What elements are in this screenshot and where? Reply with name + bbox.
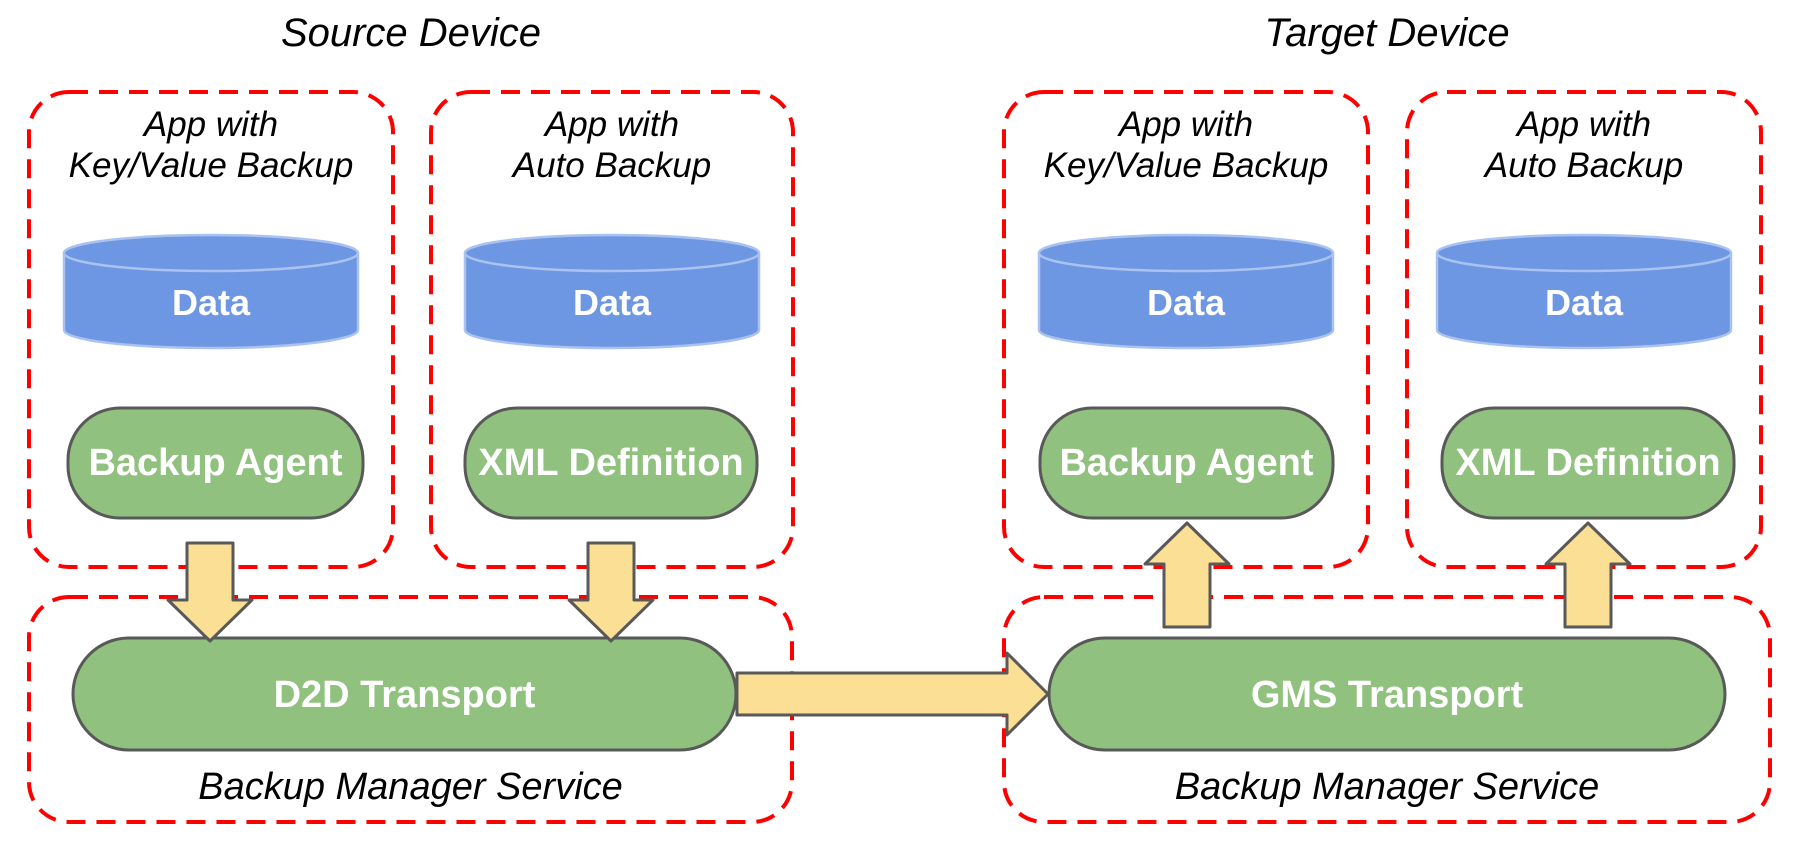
down-arrow-icon: [166, 541, 254, 643]
up-arrow-icon: [1544, 521, 1632, 629]
source-device-title: Source Device: [280, 11, 542, 55]
down-arrow-icon: [567, 541, 655, 643]
target-xml-definition-label: XML Definition: [1455, 442, 1721, 484]
d2d-transport-label: D2D Transport: [273, 674, 536, 716]
source-backup-agent-pill: [66, 406, 365, 520]
target-kv-data-label: Data: [1146, 282, 1226, 323]
target-app-auto-title: App with Auto Backup: [1484, 105, 1684, 185]
target-app-kv-title: App with Key/Value Backup: [1043, 105, 1329, 185]
target-auto-data-label: Data: [1544, 282, 1624, 323]
source-auto-data-cylinder-icon: [463, 233, 761, 350]
target-auto-data-cylinder-icon: [1435, 233, 1733, 350]
target-backup-manager-label: Backup Manager Service: [1174, 766, 1600, 808]
source-xml-definition-label: XML Definition: [478, 442, 744, 484]
source-kv-data-cylinder-icon: [62, 233, 360, 350]
target-kv-data-cylinder-icon: [1037, 233, 1335, 350]
source-kv-data-label: Data: [171, 282, 251, 323]
target-backup-agent-label: Backup Agent: [1059, 442, 1314, 484]
source-xml-definition-pill: [463, 406, 759, 520]
source-app-auto-title: App with Auto Backup: [512, 105, 712, 185]
right-arrow-icon: [735, 651, 1050, 737]
source-auto-data-label: Data: [572, 282, 652, 323]
source-backup-manager-label: Backup Manager Service: [198, 766, 623, 808]
up-arrow-icon: [1143, 521, 1231, 629]
source-backup-agent-label: Backup Agent: [88, 442, 343, 484]
target-xml-definition-pill: [1440, 406, 1736, 520]
target-device-title: Target Device: [1264, 11, 1510, 55]
target-backup-agent-pill: [1038, 406, 1335, 520]
gms-transport-label: GMS Transport: [1250, 674, 1524, 716]
source-app-kv-title: App with Key/Value Backup: [68, 105, 354, 185]
